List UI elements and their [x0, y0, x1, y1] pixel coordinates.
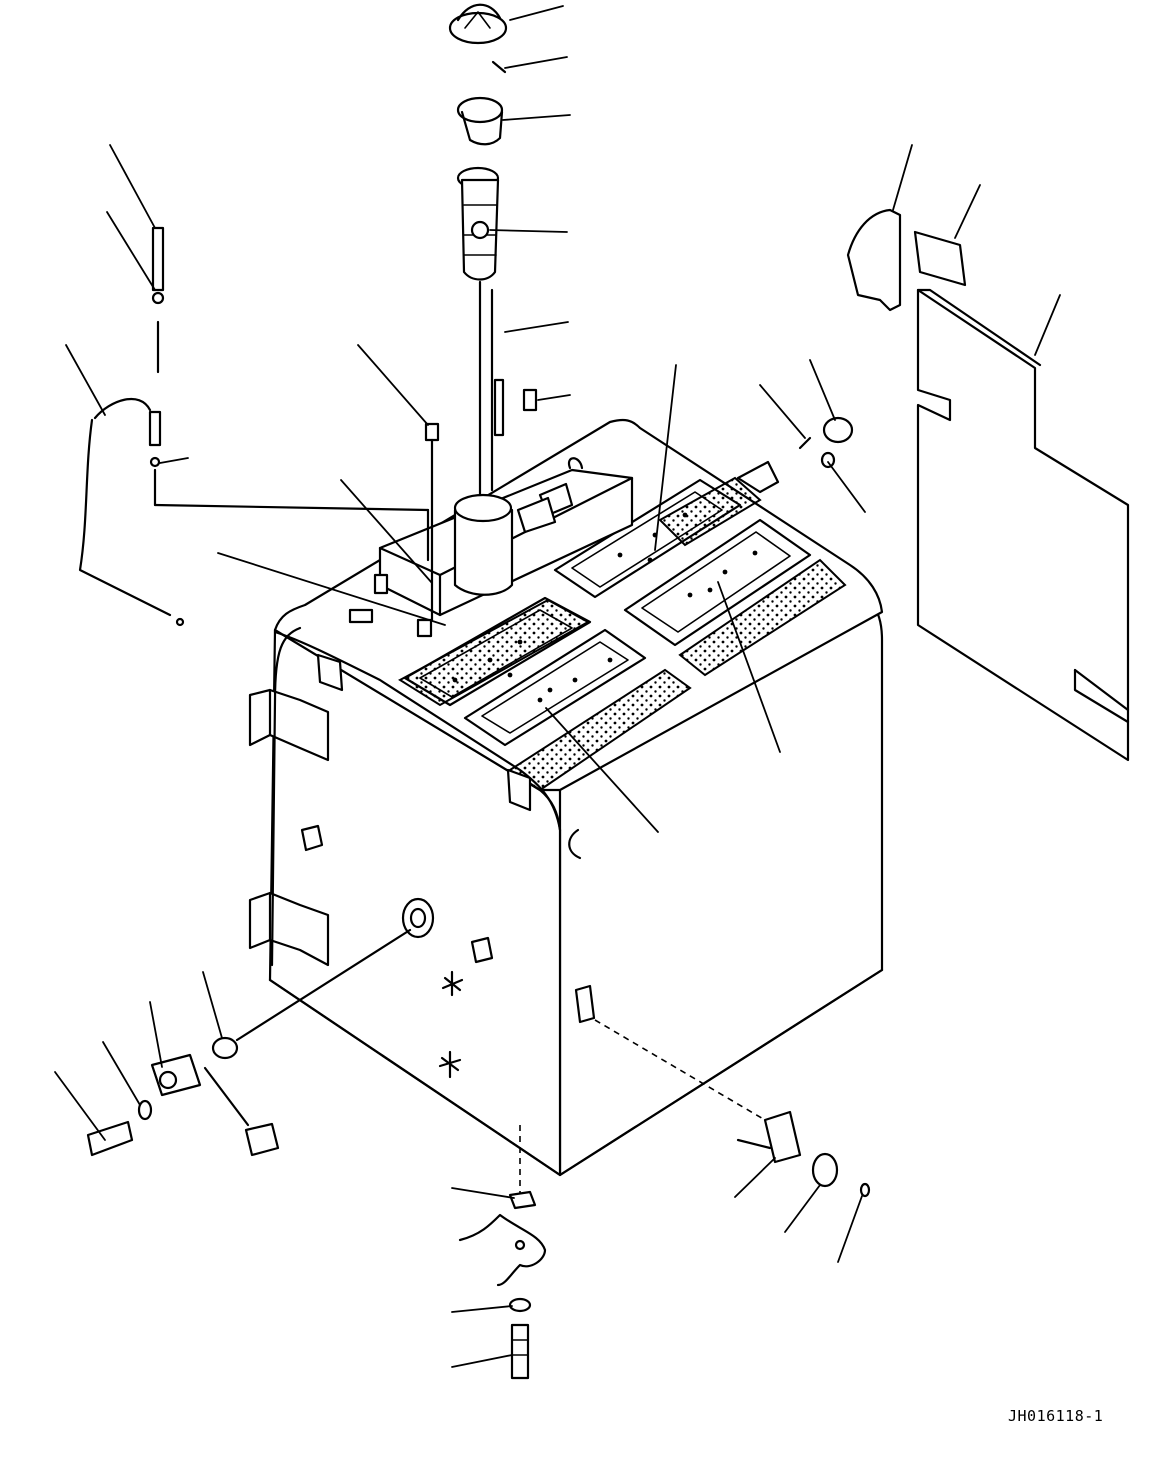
side-cover-panel: [798, 208, 1130, 762]
drain-valve-assembly: [594, 1019, 871, 1198]
hinge-brackets: [248, 653, 596, 1079]
filler-cap-stack: [448, 3, 538, 497]
drawing-code-label: JH016118-1: [1008, 1407, 1104, 1425]
center-bolt: [424, 422, 440, 622]
lower-left-fittings: [86, 928, 412, 1157]
harness-wire: [78, 398, 430, 967]
left-bolt-stack: [148, 226, 165, 468]
leader-lines: [54, 5, 1061, 1368]
filler-neck-assembly: [348, 457, 634, 638]
bottom-mount-stack: [458, 1125, 547, 1380]
